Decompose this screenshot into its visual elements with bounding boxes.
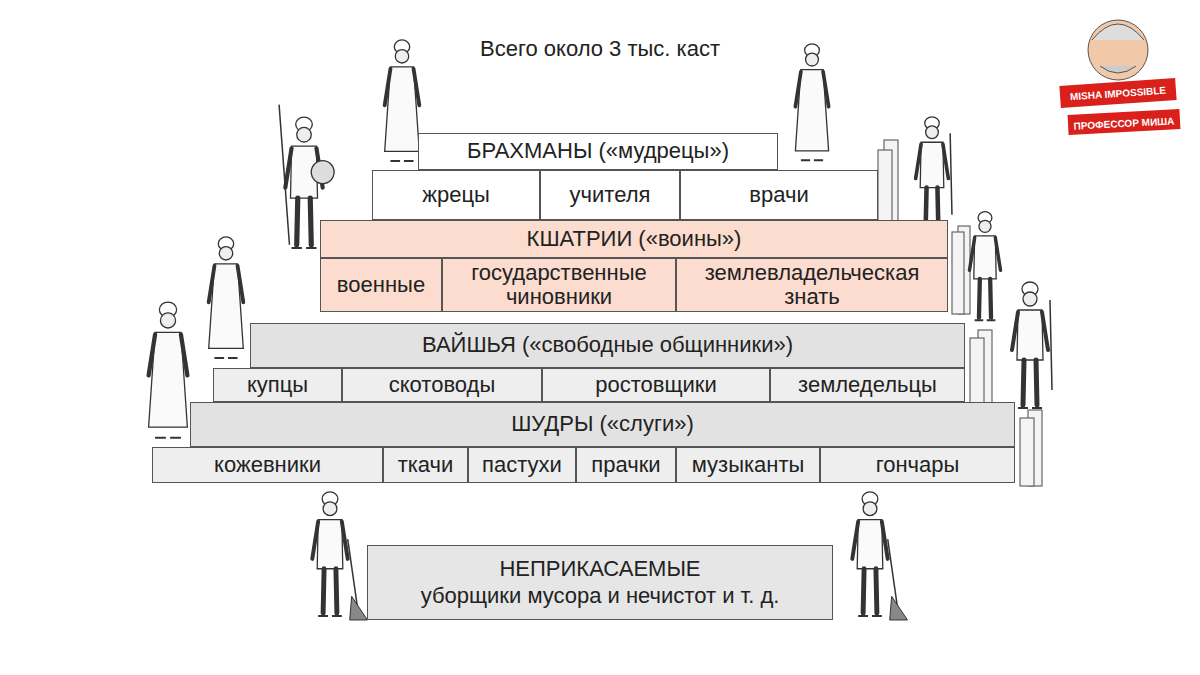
occupation-cell: ростовщики [542, 368, 770, 402]
watermark-text: MISHA IMPOSSIBLE [1062, 84, 1174, 103]
figure-part [385, 67, 420, 152]
figure-part [209, 266, 244, 303]
caste-tier: БРАХМАНЫ («мудрецы») жрецы учителя врачи [372, 133, 878, 220]
figure-part [1017, 310, 1043, 360]
figure-part [1023, 292, 1037, 306]
watermark [1059, 20, 1180, 135]
figure-part [974, 236, 996, 279]
figure-part [318, 615, 342, 617]
figure-part [385, 69, 420, 106]
cell-text: гончары [876, 453, 960, 477]
occupation-cell: гончары [820, 447, 1015, 483]
occupation-cell: прачки [576, 447, 676, 483]
cell-text: учителя [570, 183, 651, 207]
occupation-cell: скотоводы [342, 368, 542, 402]
occupation-cell: кожевники [152, 447, 383, 483]
cell-text: пастухи [482, 453, 562, 477]
cell-text: врачи [749, 183, 808, 207]
occupation-cell: государственные чиновники [442, 258, 676, 312]
occupation-cell: врачи [680, 170, 878, 220]
tier-heading: КШАТРИИ («воины») [320, 220, 948, 258]
figure-part [975, 319, 996, 321]
figure-part [852, 522, 887, 559]
figure-part [920, 142, 944, 187]
figure-part [1018, 407, 1042, 409]
figure-part [863, 569, 877, 613]
figure-part [312, 522, 347, 559]
figure-part [292, 247, 317, 249]
tier-heading: ВАЙШЬЯ («свободные общинники») [250, 323, 965, 368]
tier-heading: ШУДРЫ («слуги») [190, 402, 1015, 447]
watermark-text: ПРОФЕССОР МИША [1070, 115, 1178, 132]
cell-text: военные [337, 273, 425, 297]
figure-part [350, 596, 368, 620]
figure-part [916, 144, 949, 178]
box-body: уборщики мусора и нечистот и т. д. [421, 583, 780, 609]
figure-part [297, 127, 312, 142]
figure-part [297, 198, 312, 245]
figure-part [806, 53, 819, 66]
figure-part [1012, 312, 1048, 350]
figure-part [209, 264, 244, 349]
figure-part [160, 313, 175, 328]
cell-text: землевладельческая знать [681, 261, 943, 309]
cell-text: скотоводы [389, 373, 496, 397]
figure-part [155, 437, 181, 439]
occupation-cell: земледельцы [770, 368, 965, 402]
occupation-cell: купцы [213, 368, 342, 402]
tier-heading: БРАХМАНЫ («мудрецы») [418, 133, 778, 170]
figure-part [323, 502, 337, 516]
figure-part [863, 502, 877, 516]
figure-part [214, 357, 237, 359]
figure-part [317, 520, 343, 569]
caste-tier: ВАЙШЬЯ («свободные общинники») купцы ското… [213, 323, 965, 402]
cell-text: купцы [247, 373, 308, 397]
figure-part [950, 133, 952, 215]
figure-part [890, 596, 908, 620]
untouchables-box: НЕПРИКАСАЕМЫЕуборщики мусора и нечистот … [367, 545, 833, 620]
figure-part [1023, 360, 1037, 405]
figure-part [219, 247, 232, 260]
figure-part [979, 279, 991, 318]
occupation-cell: учителя [540, 170, 680, 220]
cell-text: земледельцы [798, 373, 937, 397]
figure-part [969, 238, 1000, 271]
cell-text: ткачи [398, 453, 454, 477]
figure-part [395, 50, 408, 63]
occupation-cell: военные [320, 258, 442, 312]
people-figures [149, 40, 1052, 620]
figure-part [149, 334, 188, 375]
occupation-cell: музыканты [676, 447, 820, 483]
cell-text: жрецы [422, 183, 490, 207]
cell-text: ростовщики [595, 373, 717, 397]
caste-tier: ШУДРЫ («слуги») кожевники ткачи пастухи прач… [152, 402, 1015, 483]
figure-part [979, 220, 991, 232]
occupation-cell: жрецы [372, 170, 540, 220]
occupation-cell: ткачи [383, 447, 468, 483]
figure-part [801, 159, 823, 161]
figure-part [1050, 300, 1052, 390]
cell-text: кожевники [214, 453, 321, 477]
figure-part [926, 126, 939, 139]
figure-part [390, 160, 413, 162]
caste-tier: КШАТРИИ («воины») военные государственные … [320, 220, 948, 312]
figure-part [279, 105, 289, 245]
box-heading: НЕПРИКАСАЕМЫЕ [499, 556, 700, 582]
cell-text: государственные чиновники [447, 261, 671, 309]
figure-part [311, 161, 334, 184]
figure-part [857, 520, 883, 569]
figure-part [149, 332, 188, 427]
figure-part [795, 70, 828, 151]
figure-part [323, 569, 337, 613]
occupation-cell: пастухи [468, 447, 576, 483]
figure-part [795, 72, 828, 107]
figure-part [858, 615, 882, 617]
title: Всего около 3 тыс. каст [300, 36, 900, 62]
cell-text: музыканты [692, 453, 805, 477]
occupation-cell: землевладельческая знать [676, 258, 948, 312]
cell-text: прачки [591, 453, 660, 477]
